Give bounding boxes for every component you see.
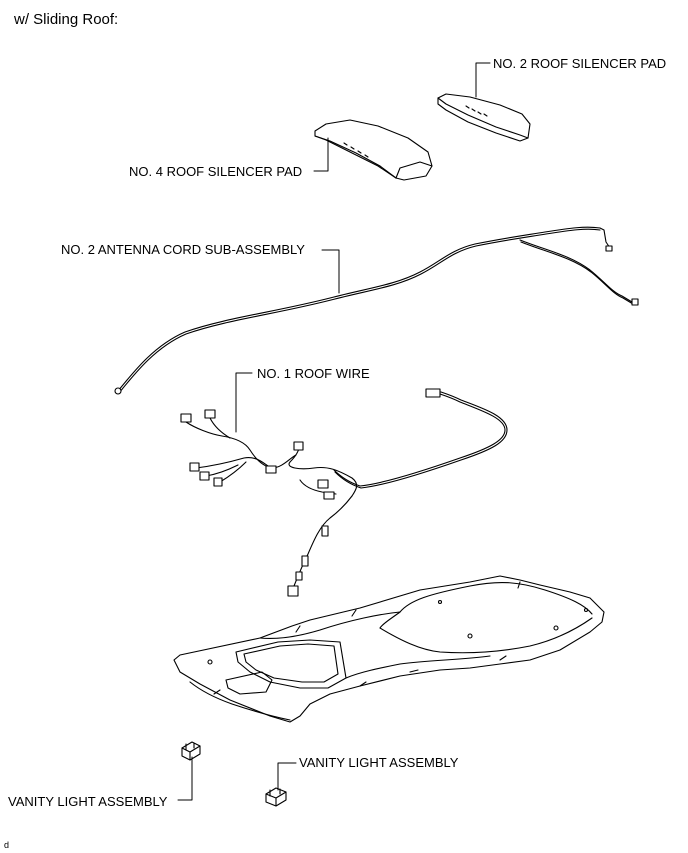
leader-lines <box>177 62 491 801</box>
no2-roof-silencer-pad-part <box>437 93 531 142</box>
label-vanity-light-left: VANITY LIGHT ASSEMBLY <box>8 794 168 809</box>
page-title: w/ Sliding Roof: <box>14 11 119 28</box>
leader-vanity-light-left <box>177 756 193 801</box>
label-vanity-light-right: VANITY LIGHT ASSEMBLY <box>299 755 459 770</box>
leader-no2-roof-silencer-pad <box>475 62 491 98</box>
vanity-light-left-part <box>181 741 201 761</box>
leader-no1-roof-wire <box>235 372 253 433</box>
leader-no4-roof-silencer-pad <box>313 137 329 172</box>
no4-roof-silencer-pad-part <box>314 119 433 181</box>
leader-no2-antenna-cord <box>321 249 340 294</box>
figure-code: d <box>4 840 10 850</box>
label-no2-antenna-cord: NO. 2 ANTENNA CORD SUB-ASSEMBLY <box>61 242 305 257</box>
label-no4-roof-silencer-pad: NO. 4 ROOF SILENCER PAD <box>129 164 303 179</box>
vanity-light-right-part <box>265 787 287 807</box>
roof-headlining-part <box>173 575 605 723</box>
label-no2-roof-silencer-pad: NO. 2 ROOF SILENCER PAD <box>493 56 667 71</box>
leader-vanity-light-right <box>277 762 297 791</box>
no1-roof-wire-part <box>180 388 508 597</box>
label-no1-roof-wire: NO. 1 ROOF WIRE <box>257 366 370 381</box>
no2-antenna-cord-part <box>114 226 639 395</box>
